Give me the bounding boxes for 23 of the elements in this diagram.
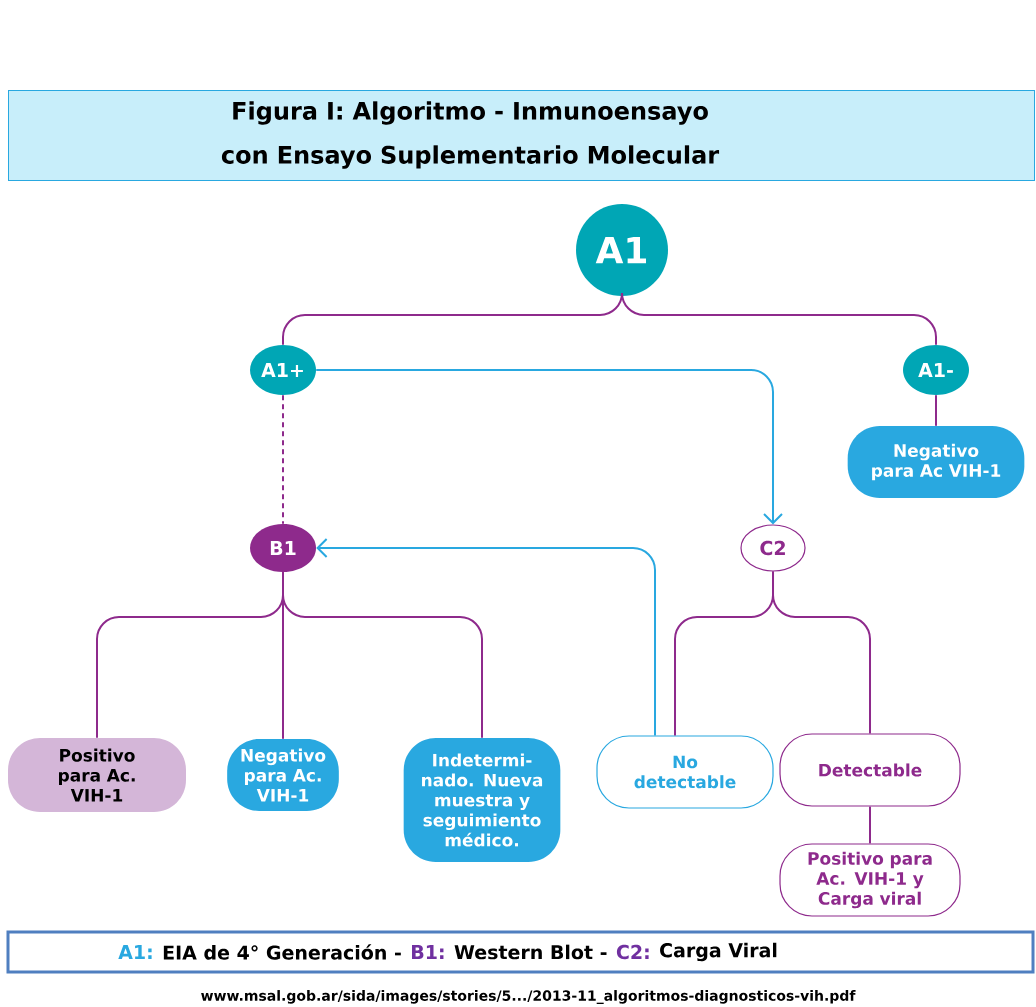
result-box: Negativo para Ac. VIH-1 <box>227 739 339 811</box>
key-text: B1: <box>412 945 444 959</box>
title-band: Figura I: Algoritmo - Inmunoensayo con Ensayo Suplementario Molecular <box>8 90 1035 181</box>
result-box: Negativo para Ac VIH-1 <box>847 426 1025 498</box>
result-box: Positivo para Ac. VIH-1 y Carga viral <box>779 843 961 917</box>
arrow <box>315 369 783 525</box>
key-text: EIA de 4° Generación - <box>163 944 401 960</box>
connector-line <box>282 394 284 525</box>
connector-line <box>935 394 937 427</box>
key-text: A1: <box>118 945 152 959</box>
arrow <box>316 538 656 737</box>
connector-line <box>282 571 483 739</box>
result-box: Indetermi-nado. Nueva muestra y seguimiento médico. <box>403 738 561 862</box>
source-url: www.msal.gob.ar/sida/images/stories/5.../2013-11_algoritmos-diagnosticos-vih.pdf <box>201 990 856 1004</box>
result-box: Positivo para Ac. VIH-1 <box>8 738 186 812</box>
key-text: C2: <box>616 944 649 960</box>
key-text: Carga Viral <box>660 942 777 962</box>
connector-line <box>772 570 871 735</box>
connector-line <box>869 805 871 845</box>
key-text: Western Blot - <box>454 944 607 960</box>
result-box: Detectable <box>779 733 961 807</box>
connector-line <box>621 292 937 346</box>
result-box: No detectable <box>596 735 774 809</box>
